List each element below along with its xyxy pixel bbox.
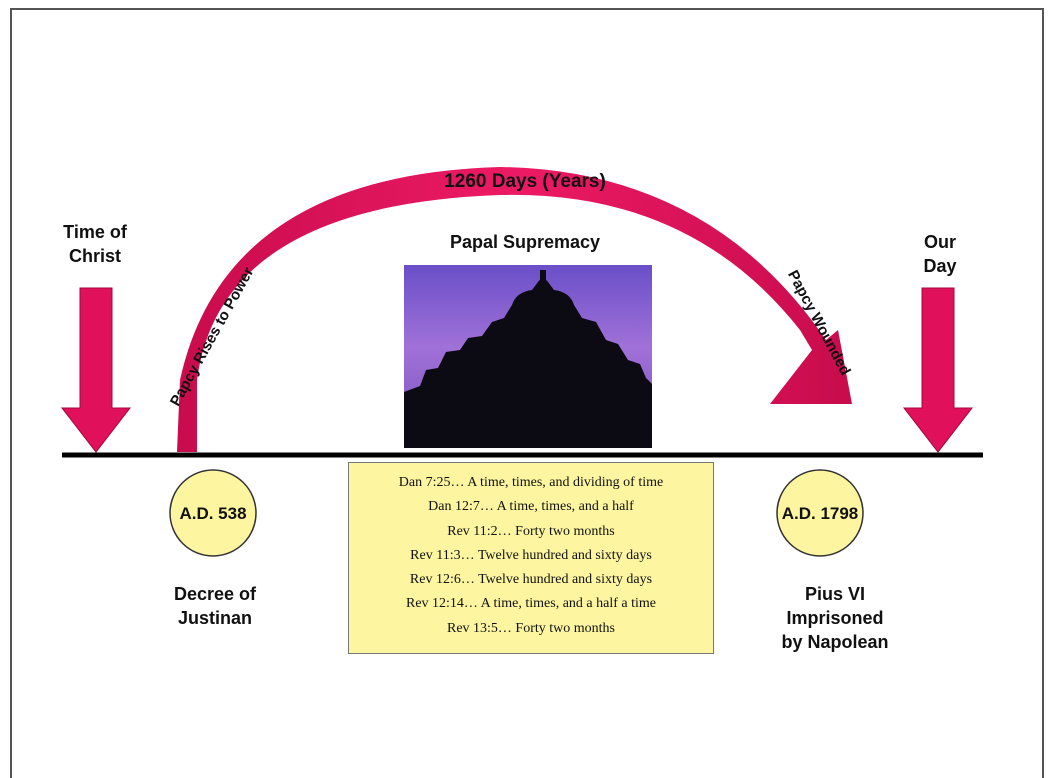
papal-supremacy-label: Papal Supremacy (449, 232, 601, 252)
start-date-circle (169, 469, 257, 557)
scripture-box: Dan 7:25… A time, times, and dividing of… (348, 462, 714, 654)
our-day-line2: Day (923, 256, 957, 276)
verse-line: Rev 12:6… Twelve hundred and sixty days (409, 572, 653, 588)
end-event-line3: by Napolean (781, 632, 889, 652)
start-event-label: Decree of Justinan (150, 582, 280, 630)
verse-line: Rev 11:2… Forty two months (447, 523, 615, 539)
verse-line: Rev 11:3… Twelve hundred and sixty days (410, 547, 652, 563)
time-of-christ-arrow (60, 287, 132, 453)
diagram-title: 1260 Days (Years) (444, 171, 606, 192)
end-event-line1: Pius VI (804, 584, 866, 604)
verse-line: Rev 12:14… A time, times, and a half a t… (405, 596, 656, 612)
verse-line: Dan 7:25… A time, times, and dividing of… (398, 475, 664, 490)
time-of-christ-line1: Time of (63, 222, 127, 242)
start-date-label: A.D. 538 (179, 504, 246, 523)
end-event-line2: Imprisoned (786, 608, 884, 628)
start-event-line1: Decree of (173, 584, 257, 604)
our-day-arrow (902, 287, 974, 453)
verse-line: Dan 12:7… A time, times, and a half (428, 499, 634, 515)
end-date-circle (776, 469, 864, 557)
verse-line: Rev 13:5… Forty two months (446, 620, 615, 636)
start-event-line2: Justinan (177, 608, 252, 628)
end-date-label: A.D. 1798 (782, 504, 859, 523)
our-day-label: Our Day (895, 230, 985, 278)
basilica-photo (404, 265, 652, 448)
time-of-christ-line2: Christ (68, 246, 121, 266)
slide-frame (10, 8, 1044, 778)
end-event-label: Pius VI Imprisoned by Napolean (765, 582, 905, 654)
our-day-line1: Our (923, 232, 956, 252)
time-of-christ-label: Time of Christ (40, 220, 150, 268)
arc-left-label: Papcy Rises to Power (167, 264, 258, 409)
